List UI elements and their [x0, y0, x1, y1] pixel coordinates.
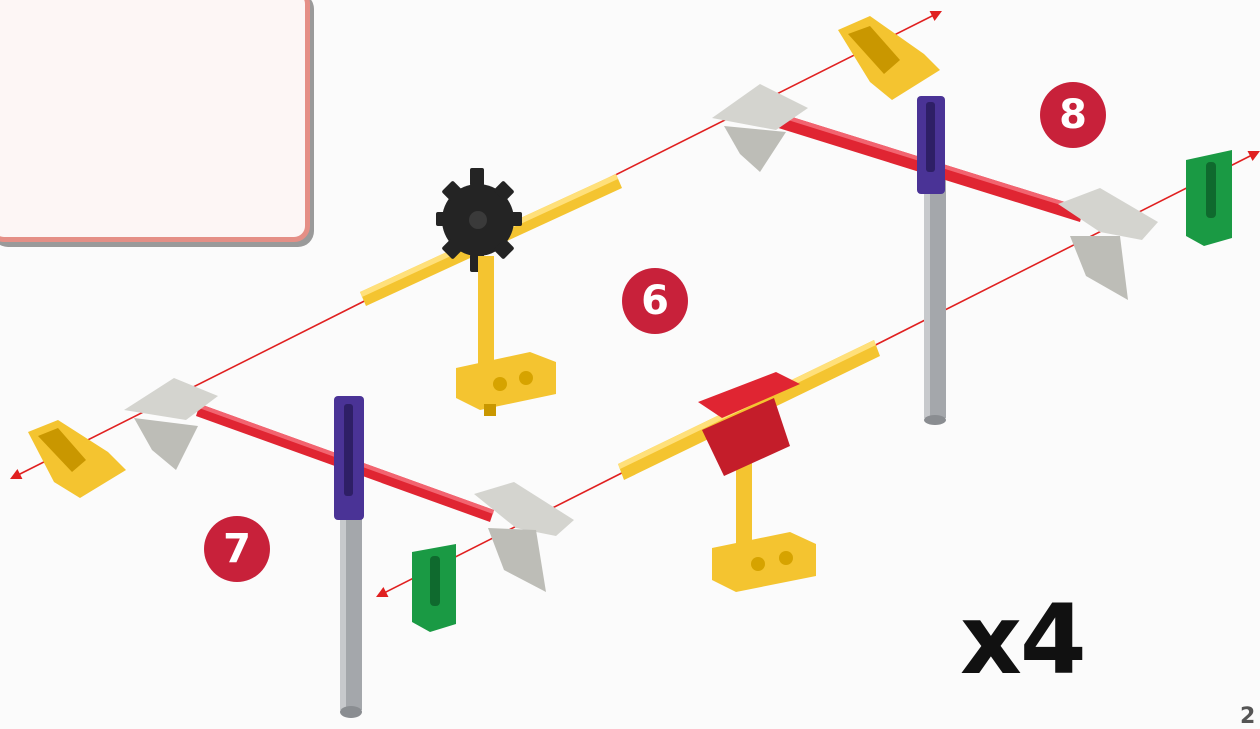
yellow-rod-vertical-back: [478, 256, 494, 374]
step-badge-7: 7: [204, 516, 270, 582]
step-badge-6: 6: [622, 268, 688, 334]
gray-connector-right: [1058, 188, 1158, 300]
green-clip-right: [1186, 150, 1232, 246]
step-number: 8: [1059, 92, 1087, 138]
gray-connector-front-left: [124, 378, 218, 470]
purple-clip-back: [917, 96, 945, 194]
step-badge-8: 8: [1040, 82, 1106, 148]
step-number: 7: [223, 526, 251, 572]
page-number: 2: [1240, 704, 1255, 729]
quantity-multiplier: x4: [960, 592, 1085, 688]
gray-rod-back-right: [924, 180, 946, 425]
yellow-connector-top-right: [838, 16, 940, 100]
gray-connector-front-right: [474, 482, 574, 592]
yellow-hub-front: [712, 532, 816, 592]
purple-clip-front: [334, 396, 364, 520]
green-clip-left: [412, 544, 456, 632]
yellow-hub-back: [456, 352, 556, 416]
yellow-connector-bottom-left: [28, 420, 126, 498]
step-number: 6: [641, 278, 669, 324]
